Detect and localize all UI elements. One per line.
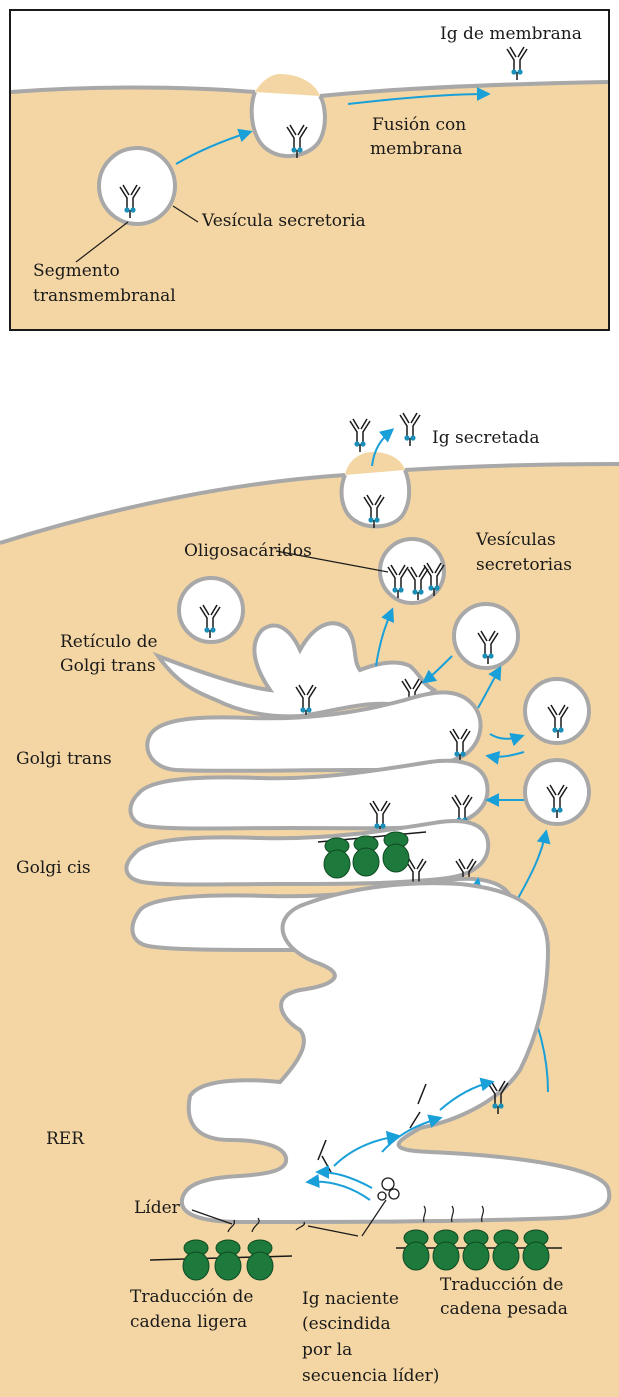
panel-bottom: Ig secretada Oligosacáridos Vesículas se… [0,413,619,1397]
secretory-vesicle [179,578,243,642]
ribosome-icon [493,1230,519,1270]
label-tgn-2: Golgi trans [60,656,156,676]
panel-top: Ig de membrana Fusión con membrana Vesíc… [10,10,609,330]
label-light-2: cadena ligera [130,1312,247,1332]
antibody-icon [400,413,420,446]
label-tgn-1: Retículo de [60,632,158,652]
label-oligosaccharides: Oligosacáridos [184,541,312,561]
label-vesicle: Vesícula secretoria [201,211,366,231]
label-membrane-ig: Ig de membrana [440,24,582,44]
antibody-icon [350,419,370,452]
label-segment-2: transmembranal [33,286,176,306]
secretory-vesicle [454,604,518,668]
budding-vesicle [342,470,410,526]
ribosome-icon [324,838,350,878]
label-vesicles-1: Vesículas [475,530,556,550]
label-golgi-trans: Golgi trans [16,749,112,769]
ribosome-icon [247,1240,273,1280]
label-rer: RER [46,1129,85,1149]
label-leader: Líder [134,1198,181,1218]
ribosome-icon [353,836,379,876]
label-vesicles-2: secretorias [476,555,572,575]
ribosome-icon [463,1230,489,1270]
label-segment-1: Segmento [33,261,120,281]
label-nascent-3: por la [302,1340,352,1360]
ribosome-icon [433,1230,459,1270]
label-nascent-4: secuencia líder) [302,1366,439,1386]
label-nascent-2: (escindida [302,1314,391,1334]
ribosome-icon [403,1230,429,1270]
ribosome-icon [183,1240,209,1280]
ribosome-icon [523,1230,549,1270]
ribosome-icon [383,832,409,872]
fusing-vesicle [252,92,325,156]
label-fusion-2: membrana [370,139,463,159]
label-nascent-1: Ig naciente [302,1289,399,1309]
label-fusion-1: Fusión con [372,115,466,135]
label-secreted-ig: Ig secretada [432,428,539,448]
label-heavy-2: cadena pesada [440,1299,568,1319]
label-golgi-cis: Golgi cis [16,858,91,878]
ribosome-icon [215,1240,241,1280]
secretory-vesicle [525,679,589,743]
label-light-1: Traducción de [130,1287,253,1307]
label-heavy-1: Traducción de [440,1275,563,1295]
